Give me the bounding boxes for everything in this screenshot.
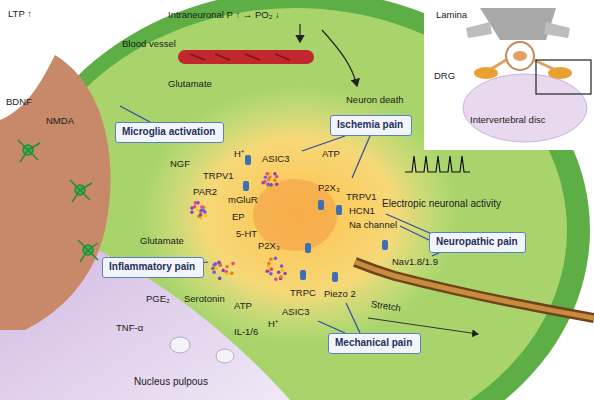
part-label: 5-HT <box>236 228 257 239</box>
mediator-dot <box>274 278 278 282</box>
part-label: PAR2 <box>193 186 217 197</box>
mediator-dot <box>225 265 229 269</box>
mediator-dot <box>231 262 235 266</box>
mediator-dot <box>212 271 216 275</box>
mediator-dot <box>190 211 194 215</box>
mediator-dot <box>263 180 267 184</box>
mediator-dot <box>275 175 279 179</box>
mediator-dot <box>199 213 203 217</box>
mediator-dot <box>265 269 269 273</box>
box-text: Neuropathic pain <box>436 236 518 248</box>
mediator-dot <box>267 178 271 182</box>
mediator-dot <box>266 183 270 187</box>
box-text: Mechanical pain <box>335 337 412 349</box>
mediator-dot <box>274 257 278 261</box>
part-label: DRG <box>434 70 455 81</box>
mediator-dot <box>267 186 271 190</box>
pain-type-box: Mechanical pain <box>328 333 421 354</box>
part-label: H⁺ <box>268 318 278 329</box>
mediator-dot <box>275 182 279 186</box>
part-label: ATP <box>322 148 340 159</box>
mediator-dot <box>264 176 268 180</box>
part-label: P2X₃ <box>258 240 280 251</box>
mediator-dot <box>212 263 216 267</box>
part-label: NGF <box>170 158 190 169</box>
part-label: Nav1.8/1.9 <box>392 256 438 267</box>
part-label: TRPV1 <box>346 191 377 202</box>
part-label: TNF-α <box>116 322 143 333</box>
pain-type-box: Neuropathic pain <box>429 232 526 253</box>
part-label: LTP ↑ <box>8 8 32 19</box>
mediator-dot <box>226 272 230 276</box>
pain-type-box: Microglia activation <box>115 122 224 143</box>
part-label: Lamina <box>436 9 467 20</box>
mediator-dot <box>273 178 277 182</box>
mediator-dot <box>221 269 225 273</box>
mediator-dot <box>204 214 208 218</box>
mediator-dot <box>280 264 284 268</box>
box-text: Inflammatory pain <box>109 261 195 273</box>
part-label: H⁺ <box>234 148 244 159</box>
mediator-dot <box>217 261 221 265</box>
mediator-dot <box>196 208 200 212</box>
part-label: Intraneuronal P ↑ → PO₂ ↓ <box>168 9 280 20</box>
box-text: Ischemia pain <box>337 119 403 131</box>
part-label: ASIC3 <box>282 306 309 317</box>
part-label: Neuron death <box>346 94 404 105</box>
mediator-dot <box>269 272 273 276</box>
mediator-dot <box>203 210 207 214</box>
mediator-dot <box>190 206 194 210</box>
part-label: ATP <box>234 300 252 311</box>
part-label: PGE₂ <box>146 293 170 304</box>
part-label: ASIC3 <box>262 153 289 164</box>
part-label: mGluR <box>228 194 258 205</box>
box-text: Microglia activation <box>122 126 215 138</box>
part-label: Electropic neuronal activity <box>382 198 501 209</box>
part-label: BDNF <box>6 96 32 107</box>
mediator-dot <box>199 209 203 213</box>
part-label: HCN1 <box>349 205 375 216</box>
mediator-dot <box>279 275 283 279</box>
part-label: Serotonin <box>184 293 225 304</box>
mediator-dot <box>269 257 273 261</box>
mediator-dot <box>270 267 274 271</box>
mediator-dot <box>277 271 281 275</box>
part-label: Nucleus pulpous <box>134 376 208 387</box>
mediator-dot <box>200 205 204 209</box>
part-label: P2X₃ <box>318 182 340 193</box>
part-label: EP <box>232 211 245 222</box>
part-label: TRPC <box>290 287 316 298</box>
part-label: TRPV1 <box>203 170 234 181</box>
pain-type-box: Inflammatory pain <box>102 257 204 278</box>
part-label: Intervertebral disc <box>470 114 546 125</box>
part-label: IL-1/6 <box>234 326 258 337</box>
mediator-dot <box>214 266 218 270</box>
mediator-dot <box>281 269 285 273</box>
mediator-dot <box>267 262 271 266</box>
part-label: Blood vessel <box>122 38 176 49</box>
part-label: Na channel <box>349 219 397 230</box>
mediator-dot <box>266 172 270 176</box>
part-label: Piezo 2 <box>324 288 356 299</box>
pain-type-box: Ischemia pain <box>330 115 412 136</box>
part-label: Glutamate <box>140 235 184 246</box>
mediator-dot <box>283 272 287 276</box>
mediator-dot <box>194 201 198 205</box>
mediator-dot <box>218 277 222 281</box>
mediator-dot <box>230 272 234 276</box>
part-label: Glutamate <box>168 78 212 89</box>
part-label: NMDA <box>46 115 74 126</box>
